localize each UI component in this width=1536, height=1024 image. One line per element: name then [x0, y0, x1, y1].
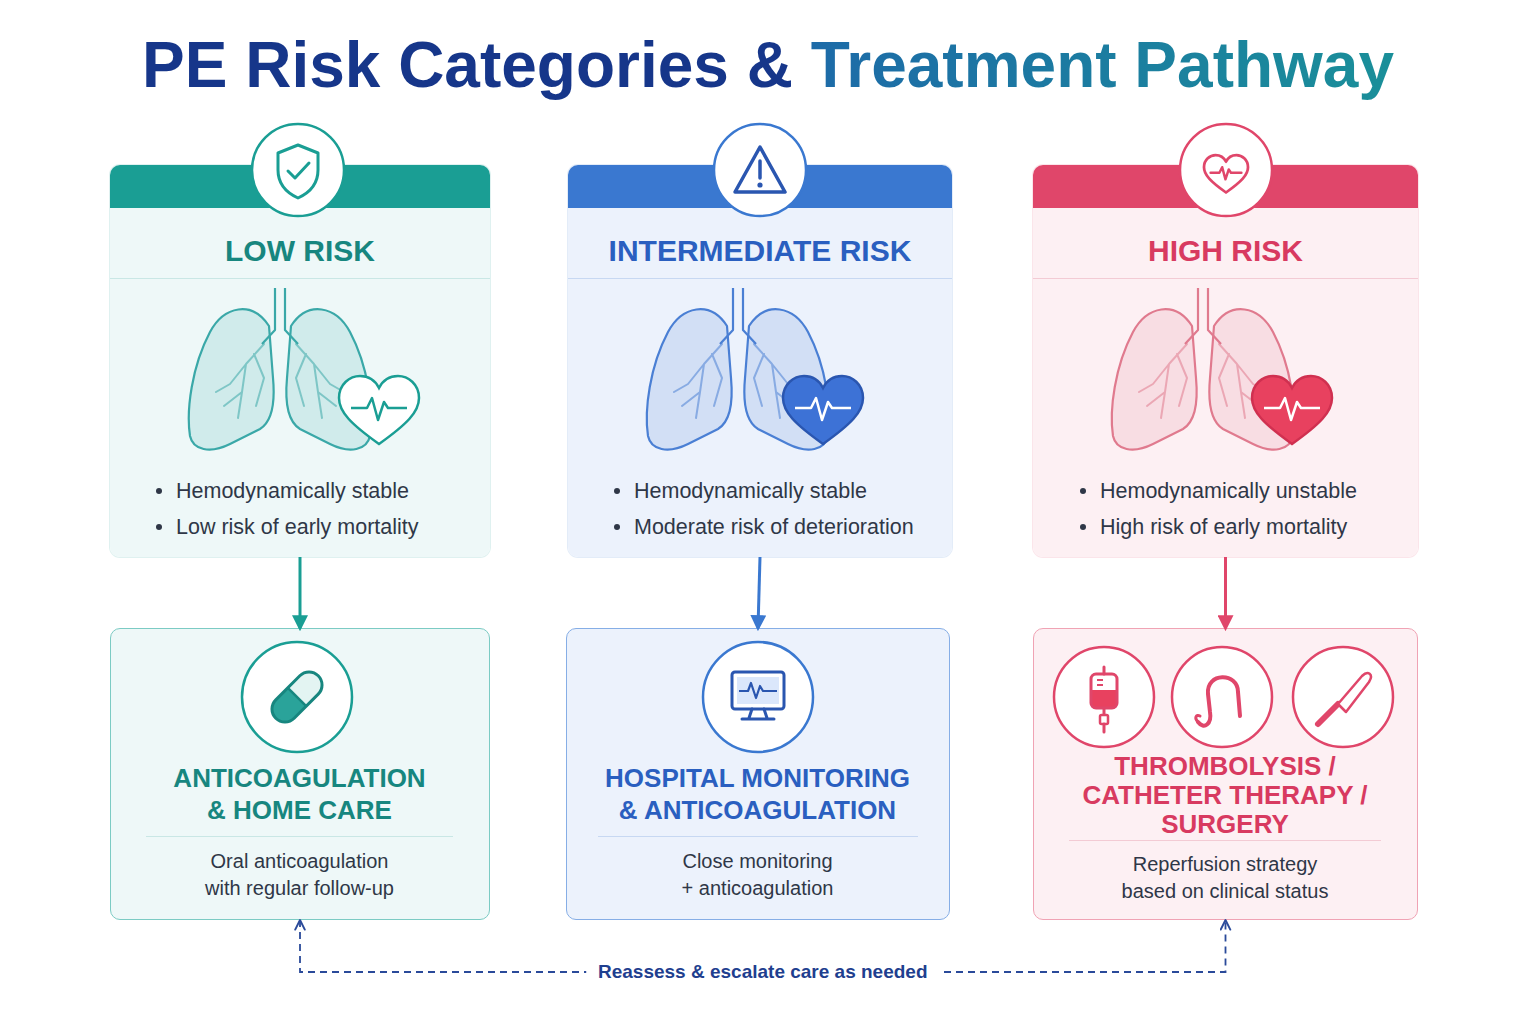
- catheter-tip: [1196, 715, 1200, 722]
- ecg-trace: [351, 398, 407, 420]
- lungs-illustration: [647, 288, 829, 450]
- pill-seam: [288, 688, 306, 706]
- icon-circle: [1293, 647, 1393, 747]
- bullet-point: Hemodynamically unstable: [1100, 477, 1357, 505]
- icon-circle: [1172, 647, 1272, 747]
- icon-circle: [252, 124, 344, 216]
- iv-bag-icon: [1054, 647, 1154, 747]
- icon-circle: [242, 642, 352, 752]
- connector-label: Reassess & escalate care as needed: [586, 959, 940, 985]
- monitor-screen: [737, 677, 779, 704]
- heart-shape: [783, 376, 863, 444]
- heart-shape: [339, 376, 419, 444]
- heart-illustration: [783, 376, 863, 444]
- warning-dot: [757, 182, 762, 187]
- drip-chamber: [1100, 715, 1108, 724]
- title-row: PE Risk Categories & Treatment Pathway: [0, 27, 1536, 103]
- pill-icon: [242, 642, 352, 752]
- risk-category-card: INTERMEDIATE RISK Hemodynamically stableM…: [568, 165, 952, 557]
- diagram-title: PE Risk Categories & Treatment Pathway: [142, 27, 1394, 103]
- bullet-point: Low risk of early mortality: [176, 513, 419, 541]
- pill-outline: [267, 667, 328, 728]
- scalpel-icon: [1293, 647, 1393, 747]
- pill-half: [288, 667, 328, 707]
- pill-half: [267, 688, 307, 728]
- lungs-illustration: [1112, 288, 1294, 450]
- bullet-point: Moderate risk of deterioration: [634, 513, 914, 541]
- flow-arrow: [299, 557, 302, 628]
- risk-category-card: HIGH RISK Hemodynamically unstableHigh ri…: [1033, 165, 1418, 557]
- warning-mark: [758, 161, 762, 178]
- category-heading: LOW RISK: [110, 233, 490, 279]
- lungs-illustration: [189, 288, 371, 450]
- treatment-heading: THROMBOLYSIS / CATHETER THERAPY / SURGER…: [1069, 752, 1381, 841]
- risk-category-card: LOW RISK Hemodynamically stableLow risk o…: [110, 165, 490, 557]
- icon-circle: [714, 124, 806, 216]
- heart-icon: [1180, 124, 1272, 216]
- monitor-icon: [703, 642, 813, 752]
- shield-symbol: [278, 145, 318, 198]
- bag-fluid: [1091, 690, 1117, 708]
- category-heading: INTERMEDIATE RISK: [568, 233, 952, 279]
- monitor-stand: [742, 709, 774, 719]
- bag-tube: [1103, 724, 1106, 732]
- icon-circle: [1054, 647, 1154, 747]
- flow-arrow: [1224, 557, 1227, 628]
- treatment-box: ANTICOAGULATION & HOME CARE Oral anticoag…: [110, 628, 490, 920]
- flow-arrow: [758, 557, 760, 628]
- bag-tube: [1103, 708, 1106, 715]
- bag-outline: [1091, 674, 1117, 708]
- treatment-description: Close monitoring + anticoagulation: [679, 848, 837, 902]
- bullet-point: High risk of early mortality: [1100, 513, 1347, 541]
- monitor-frame: [732, 672, 784, 709]
- treatment-heading: ANTICOAGULATION & HOME CARE: [146, 762, 453, 837]
- heart-illustration: [339, 376, 419, 444]
- check-symbol: [288, 163, 309, 178]
- ecg-trace: [1264, 398, 1320, 420]
- treatment-heading: HOSPITAL MONITORING & ANTICOAGULATION: [598, 762, 918, 837]
- icon-circle: [703, 642, 813, 752]
- icon-circle: [1180, 124, 1272, 216]
- treatment-box: THROMBOLYSIS / CATHETER THERAPY / SURGER…: [1033, 628, 1418, 920]
- ecg-trace: [739, 683, 777, 698]
- ecg-trace: [795, 398, 851, 420]
- dashed-connector: [300, 920, 1226, 972]
- warning-icon: [714, 124, 806, 216]
- bullet-point: Hemodynamically stable: [176, 477, 409, 505]
- catheter-icon: [1172, 647, 1272, 747]
- treatment-box: HOSPITAL MONITORING & ANTICOAGULATION Clo…: [566, 628, 950, 920]
- shield-icon: [252, 124, 344, 216]
- bag-hook: [1103, 667, 1106, 674]
- heart-shape: [1252, 376, 1332, 444]
- bullet-point: Hemodynamically stable: [634, 477, 867, 505]
- heart-symbol: [1204, 155, 1248, 192]
- catheter-line: [1198, 677, 1240, 725]
- treatment-description: Reperfusion strategy based on clinical s…: [1118, 851, 1333, 905]
- heart-illustration: [1252, 376, 1332, 444]
- scalpel-blade: [1338, 673, 1371, 712]
- ecg-trace: [1211, 167, 1242, 179]
- bag-marks: [1097, 680, 1103, 685]
- warning-triangle: [735, 147, 785, 192]
- scalpel-handle: [1318, 704, 1338, 724]
- treatment-description: Oral anticoagulation with regular follow…: [200, 848, 400, 902]
- category-heading: HIGH RISK: [1033, 233, 1418, 279]
